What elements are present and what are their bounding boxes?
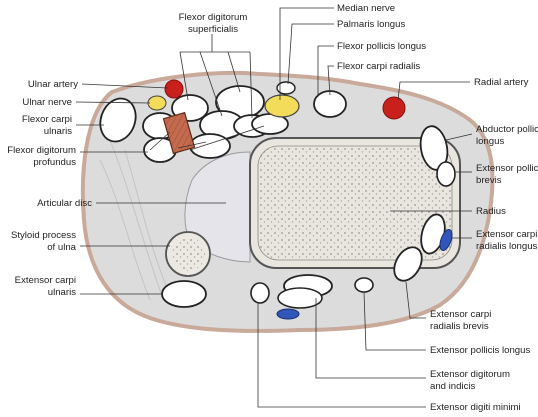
label-fcu: Flexor carpi xyxy=(22,114,72,125)
edi-tendon xyxy=(277,287,323,309)
fascia-line xyxy=(99,159,151,301)
leader-fds xyxy=(179,51,189,101)
label-edm: Extensor digiti minimi xyxy=(430,402,521,413)
leader-radial-artery xyxy=(397,81,470,101)
label-apl: Abductor pollicis xyxy=(476,124,538,135)
label-styloid: Styloid process xyxy=(11,230,76,241)
label-epl: Extensor pollicis longus xyxy=(430,345,530,356)
fcu-tendon xyxy=(99,97,137,143)
label-ecrl: Extensor carpi xyxy=(476,229,537,240)
label-ulnar-nerve: Ulnar nerve xyxy=(22,97,72,108)
label-fcr: Flexor carpi radialis xyxy=(337,61,420,72)
label-ecu: Extensor carpi xyxy=(15,275,76,286)
leader-fds xyxy=(249,51,253,119)
leader-edi xyxy=(315,298,426,379)
radial-artery xyxy=(382,96,406,120)
leader-ulnar-nerve xyxy=(75,101,151,104)
leader-fcr xyxy=(327,65,334,96)
label-fdp: Flexor digitorum xyxy=(7,145,76,156)
leader-median-nerve xyxy=(279,7,334,100)
label-styloid: of ulna xyxy=(47,242,76,253)
label-radial-artery: Radial artery xyxy=(474,77,529,88)
fdp-tendon xyxy=(189,133,231,159)
label-articular-disc: Articular disc xyxy=(37,198,92,209)
label-radius: Radius xyxy=(476,206,506,217)
label-fcu: ulnaris xyxy=(44,126,72,137)
label-fdp: profundus xyxy=(33,157,76,168)
dorsal-vein xyxy=(276,308,300,320)
fascia-line xyxy=(109,139,163,297)
ecrb-tendon xyxy=(393,246,423,282)
fascia-line xyxy=(124,149,173,301)
median-nerve xyxy=(264,94,300,118)
label-ecrb: Extensor carpi xyxy=(430,309,491,320)
leader-fdp xyxy=(177,141,207,149)
vein xyxy=(439,229,453,251)
leader-apl xyxy=(445,133,473,141)
ulnar-styloid-cancellous xyxy=(171,237,205,271)
label-ulnar-artery: Ulnar artery xyxy=(28,79,78,90)
label-epb: brevis xyxy=(476,175,502,186)
leader-fds xyxy=(199,51,223,117)
epb-tendon xyxy=(436,161,456,187)
ecu-tendon xyxy=(161,280,207,308)
radius-cancellous xyxy=(257,145,453,261)
label-ecu: ulnaris xyxy=(48,287,76,298)
label-edi: Extensor digitorum xyxy=(430,369,510,380)
leader-fdp xyxy=(149,131,171,151)
label-epb: Extensor pollicis xyxy=(476,163,538,174)
muscle-hatch xyxy=(163,112,195,154)
palmaris-longus-tendon xyxy=(276,81,296,95)
leader-fds xyxy=(227,51,241,93)
articular-disc xyxy=(184,151,251,263)
epl-tendon xyxy=(354,277,374,293)
label-fds: superficialis xyxy=(188,24,238,35)
label-median-nerve: Median nerve xyxy=(337,3,395,14)
label-ecrb: radialis brevis xyxy=(430,321,489,332)
edm-tendon xyxy=(250,282,270,304)
label-edi: and indicis xyxy=(430,381,476,392)
label-ecrl: radialis longus xyxy=(476,241,538,252)
leader-ecrb xyxy=(405,281,426,319)
ulnar-artery xyxy=(164,79,184,99)
leader-fpl xyxy=(317,45,334,96)
leader-fdp xyxy=(189,125,265,151)
label-apl: longus xyxy=(476,136,504,147)
label-fds: Flexor digitorum xyxy=(179,12,248,23)
leader-ulnar-artery xyxy=(81,83,169,89)
leader-palmaris-longus xyxy=(287,23,334,85)
label-fpl: Flexor pollicis longus xyxy=(337,41,426,52)
leader-epl xyxy=(363,291,426,351)
leader-edm xyxy=(257,303,426,408)
label-palmaris-longus: Palmaris longus xyxy=(337,19,405,30)
ulnar-nerve xyxy=(147,95,167,111)
